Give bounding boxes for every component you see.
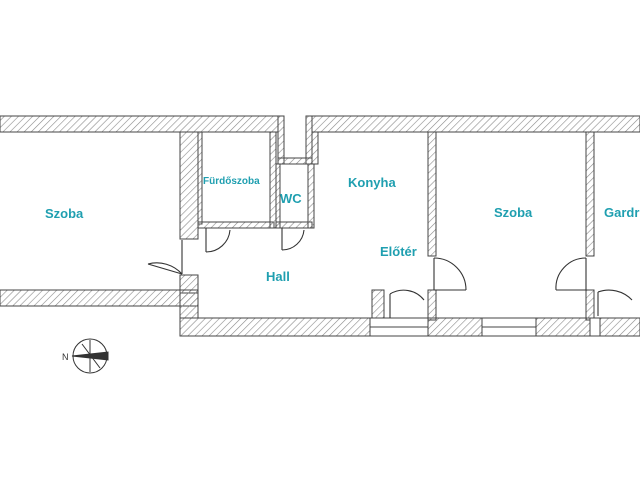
wall-mid-right-a [427, 131, 437, 257]
window-bottom-3 [589, 317, 601, 337]
wall-top-right [311, 115, 640, 133]
label-eloter: Előtér [380, 244, 417, 259]
label-hall: Hall [266, 269, 290, 284]
walls [0, 115, 640, 337]
wall-bottom-2 [427, 317, 483, 337]
wall-bath-bottom [197, 221, 275, 229]
label-szoba-left: Szoba [45, 206, 84, 221]
wall-bottom-4 [599, 317, 640, 337]
wall-wc-bottom [275, 221, 313, 229]
windows [369, 317, 601, 337]
wall-mid-right-b [427, 289, 437, 321]
wall-far-right-a [585, 131, 595, 257]
wall-top-left [0, 115, 279, 133]
label-szoba-right: Szoba [494, 205, 533, 220]
wall-shaft-right [305, 115, 313, 165]
wall-eloter-stub [371, 289, 385, 321]
wall-bottom-1 [179, 317, 371, 337]
wall-left-room-right [179, 131, 199, 240]
wall-shaft-bottom [277, 157, 313, 165]
room-labels: Szoba Fürdőszoba WC Konyha Hall Előtér S… [45, 175, 639, 284]
doors [147, 228, 633, 318]
label-furdoszoba: Fürdőszoba [203, 176, 260, 187]
wall-shaft-left [277, 115, 285, 165]
label-wc: WC [280, 191, 302, 206]
wall-bath-left [197, 131, 203, 225]
label-konyha: Konyha [348, 175, 396, 190]
wall-wc-right-top [311, 131, 319, 165]
wall-bottom-3 [535, 317, 591, 337]
compass-icon: N [62, 338, 109, 374]
wall-hall-left [179, 289, 199, 319]
wall-left-room-bottom [0, 289, 199, 307]
wall-far-right-b [585, 289, 595, 321]
label-gardrob: Gardr [604, 205, 639, 220]
wall-wc-right [307, 163, 315, 229]
compass-north-label: N [62, 352, 69, 362]
wall-bath-right [269, 131, 277, 229]
